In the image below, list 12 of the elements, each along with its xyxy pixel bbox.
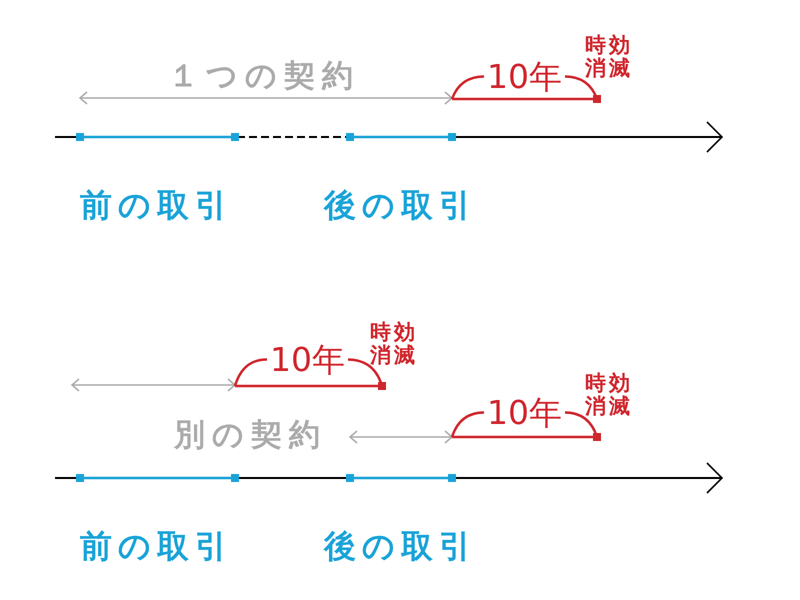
duration-label: 10年	[487, 59, 562, 94]
transaction-label: 前の取引	[80, 188, 233, 222]
transaction-label: 後の取引	[324, 188, 477, 222]
contract-label: 別の契約	[174, 419, 327, 452]
duration-label: 10年	[270, 342, 345, 377]
expiry-label: 時効消滅	[585, 34, 634, 80]
transaction-label: 前の取引	[80, 529, 233, 563]
transaction-label: 後の取引	[324, 529, 477, 563]
contract-label: １つの契約	[168, 60, 360, 93]
expiry-label: 時効消滅	[585, 372, 634, 418]
expiry-label: 時効消滅	[370, 321, 419, 367]
duration-label: 10年	[487, 395, 562, 430]
